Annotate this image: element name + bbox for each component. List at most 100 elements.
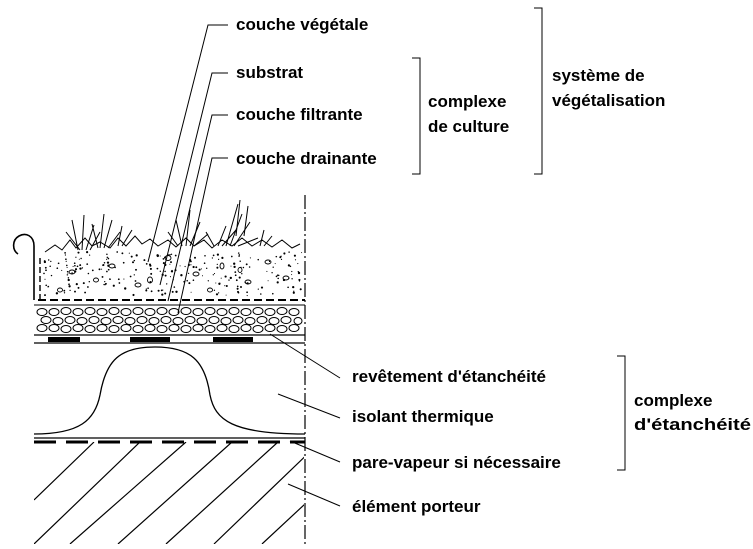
substrate-speck: [55, 292, 59, 295]
thermal-insulation-layer: [33, 346, 306, 435]
substrate-speck: [43, 272, 45, 275]
substrate-speck: [174, 254, 177, 257]
substrate-speck: [294, 259, 297, 261]
substrate-speck: [106, 258, 108, 260]
substrate-speck: [43, 260, 47, 264]
substrate-speck: [128, 252, 130, 254]
substrate-speck: [248, 266, 251, 268]
substrate-speck: [61, 269, 63, 271]
substrate-speck: [145, 288, 147, 290]
substrate-speck: [78, 258, 80, 260]
substrate-speck: [215, 282, 217, 284]
substrate-speck: [118, 282, 121, 284]
label-couche-vegetale: couche végétale: [236, 15, 368, 34]
substrate-speck: [131, 261, 135, 264]
substrate-speck: [287, 264, 291, 267]
substrate-speck: [102, 264, 104, 267]
substrate-speck: [289, 265, 292, 268]
substrate-speck: [88, 280, 91, 283]
substrate-speck: [133, 274, 135, 276]
substrate-speck: [64, 254, 67, 256]
substrate-speck: [249, 257, 251, 259]
substrate-speck: [298, 278, 301, 281]
substrate-speck: [87, 272, 90, 275]
substrate-speck: [161, 293, 164, 296]
substrate-speck: [88, 254, 91, 256]
substrate-speck: [75, 256, 77, 258]
substrate-speck: [134, 280, 137, 282]
substrate-speck: [267, 280, 269, 282]
substrate-speck: [106, 261, 110, 264]
substrate-speck: [195, 266, 198, 269]
substrate-speck: [297, 263, 299, 265]
label-complexe-etancheite-line2: d'étanchéité: [634, 415, 751, 434]
substrate-speck: [68, 283, 70, 285]
substrate-speck: [156, 267, 159, 270]
substrate-speck: [66, 264, 68, 267]
label-isolant: isolant thermique: [352, 407, 494, 426]
substrate-speck: [291, 274, 293, 276]
substrate-speck: [204, 255, 206, 257]
substrate-speck: [173, 286, 176, 288]
substrate-speck: [170, 261, 172, 264]
substrate-speck: [216, 266, 219, 269]
substrate-speck: [170, 253, 173, 255]
substrate-speck: [107, 257, 110, 260]
substrate-speck: [86, 251, 89, 254]
substrate-speck: [272, 266, 274, 268]
substrate-speck: [63, 292, 66, 294]
substrate-speck: [257, 288, 259, 290]
substrate-speck: [103, 262, 106, 264]
substrate-speck: [171, 290, 174, 293]
substrate-speck: [160, 289, 163, 292]
substrate-speck: [164, 270, 166, 273]
substrate-speck: [104, 282, 107, 285]
substrate-speck: [98, 268, 101, 271]
substrate-speck: [280, 258, 283, 261]
substrate-speck: [246, 291, 248, 294]
substrate-speck: [169, 254, 171, 256]
substrate-speck: [74, 290, 76, 293]
substrate-speck: [245, 263, 248, 266]
substrate-speck: [149, 267, 152, 270]
bracket-systeme-vegetalisation: [534, 7, 543, 175]
substrate-speck: [69, 289, 71, 292]
substrate-speck: [66, 270, 69, 273]
substrate-speck: [241, 273, 243, 275]
substrate-speck: [135, 268, 137, 271]
substrate-speck: [293, 290, 295, 292]
substrate-speck: [236, 287, 239, 290]
substrate-speck: [213, 273, 216, 275]
substrate-speck: [187, 272, 190, 275]
substrate-speck: [147, 287, 149, 290]
bracket-complexe-etancheite: [617, 355, 626, 471]
substrate-speck: [157, 289, 160, 292]
substrate-speck: [50, 274, 53, 277]
substrate-speck: [278, 274, 280, 277]
substrate-speck: [66, 266, 68, 269]
substrate-speck: [74, 268, 78, 271]
substrate-speck: [224, 275, 227, 278]
substrate-speck: [162, 289, 164, 291]
label-complexe-etancheite-line1: complexe: [634, 391, 712, 410]
substrate-speck: [276, 281, 279, 284]
substrate-speck: [159, 255, 161, 257]
substrate-speck: [240, 286, 242, 288]
substrate-speck: [64, 252, 66, 254]
substrate-speck: [162, 258, 165, 260]
substrate-speck: [200, 268, 202, 270]
substrate-speck: [45, 284, 48, 287]
substrate-speck: [171, 270, 174, 273]
substrate-speck: [143, 259, 146, 262]
substrate-speck: [257, 259, 259, 261]
label-complexe-culture-line2: de culture: [428, 117, 509, 136]
substrate-speck: [230, 255, 233, 258]
label-revetement: revêtement d'étanchéité: [352, 367, 546, 386]
substrate-speck: [179, 265, 181, 267]
substrate-speck: [82, 282, 85, 285]
substrate-speck: [159, 270, 161, 272]
substrate-speck: [44, 266, 47, 269]
label-couche-drainante: couche drainante: [236, 149, 377, 168]
substrate-speck: [237, 252, 240, 254]
